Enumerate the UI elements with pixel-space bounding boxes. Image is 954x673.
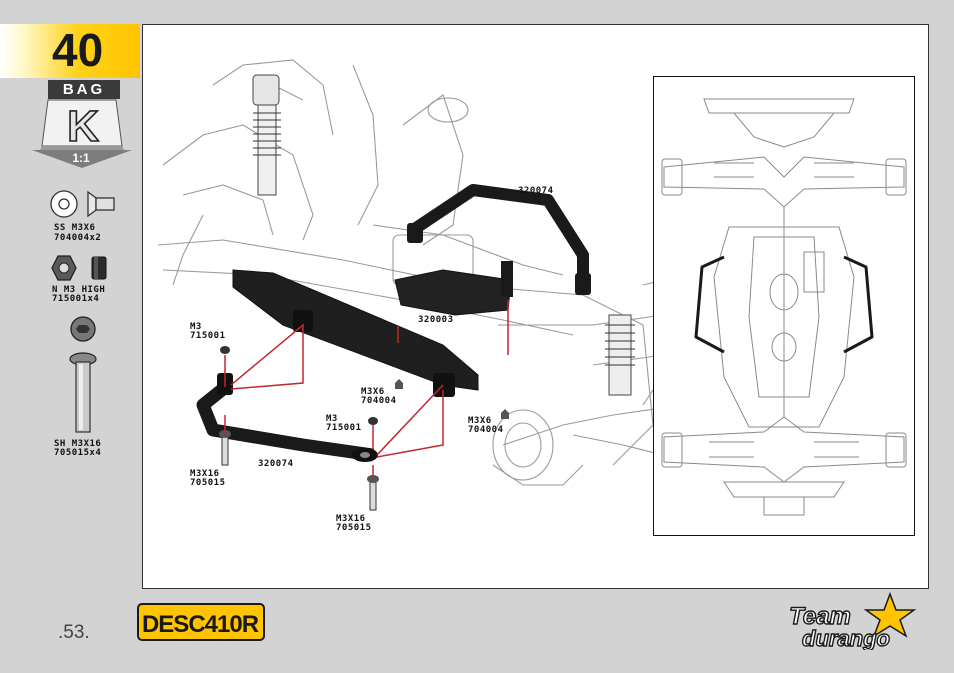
bag-label: BAG: [48, 80, 120, 99]
brand-logo-line2: durango: [802, 626, 890, 650]
top-view-chassis-diagram: [661, 98, 907, 516]
hardware-name-1: SS M3X6: [54, 223, 96, 233]
callout-screw-right-code: 704004: [468, 425, 504, 435]
plate-post: [501, 261, 513, 297]
leader-lines: [224, 300, 509, 477]
side-rail: [232, 269, 479, 391]
hardware-parts: [219, 346, 509, 511]
side-rail-post: [433, 373, 455, 397]
callout-bolt-left-code: 705015: [190, 478, 226, 488]
hardware-name-2: N M3 HIGH: [52, 285, 106, 295]
callout-nut-left-code: 715001: [190, 331, 226, 341]
hardware-code-1: 704004x2: [54, 233, 102, 243]
star-icon: [863, 592, 917, 638]
bag-letter: K: [67, 102, 99, 151]
upper-frame-brace: [409, 184, 589, 287]
right-side-brace: [843, 255, 874, 354]
callout-bolt-left-name: M3X16: [190, 469, 220, 479]
desc410r-logo-text: DESC410R: [142, 611, 259, 638]
callout-nut-mid-name: M3: [326, 414, 338, 424]
brand-logo-line1: Team: [789, 603, 851, 630]
callout-bolt-bottom-code: 705015: [336, 523, 372, 533]
callout-320074-bottom: 320074: [258, 459, 294, 469]
callout-320074-top: 320074: [518, 186, 554, 196]
callout-screw-mid-code: 704004: [361, 396, 397, 406]
lower-frame-brace: [196, 379, 374, 462]
scale-label: 1:1: [72, 151, 90, 165]
desc410r-logo: DESC410R: [137, 603, 265, 641]
callout-320003: 320003: [418, 315, 454, 325]
left-side-brace: [694, 255, 725, 354]
rear-shock: [252, 74, 281, 196]
upper-brace-end: [407, 223, 423, 243]
callout-screw-mid-name: M3X6: [361, 387, 385, 397]
team-durango-logo: Team durango: [788, 592, 917, 650]
page-number: .53.: [58, 622, 90, 643]
step-number: 40: [52, 24, 104, 76]
nut-icon: [51, 255, 107, 281]
ss-m3x6-screw-icon: [50, 190, 115, 218]
callout-screw-right-name: M3X6: [468, 416, 492, 426]
step-tab: [0, 24, 140, 78]
callout-nut-left-name: M3: [190, 322, 202, 332]
mount-plate: [394, 269, 512, 316]
hardware-name-3: SH M3X16: [54, 439, 102, 449]
callout-bolt-bottom-name: M3X16: [336, 514, 366, 524]
bag-icon: K: [32, 99, 132, 168]
hardware-code-2: 715001x4: [52, 294, 100, 304]
front-shock: [605, 314, 635, 396]
chassis-assembly-diagram: [157, 59, 784, 511]
callout-nut-mid-code: 715001: [326, 423, 362, 433]
hardware-code-3: 705015x4: [54, 448, 102, 458]
side-rail-post: [293, 310, 313, 332]
sh-m3x16-bolt-icon: [69, 316, 97, 433]
upper-brace-end: [575, 273, 591, 295]
top-view-lineart: [661, 98, 907, 516]
